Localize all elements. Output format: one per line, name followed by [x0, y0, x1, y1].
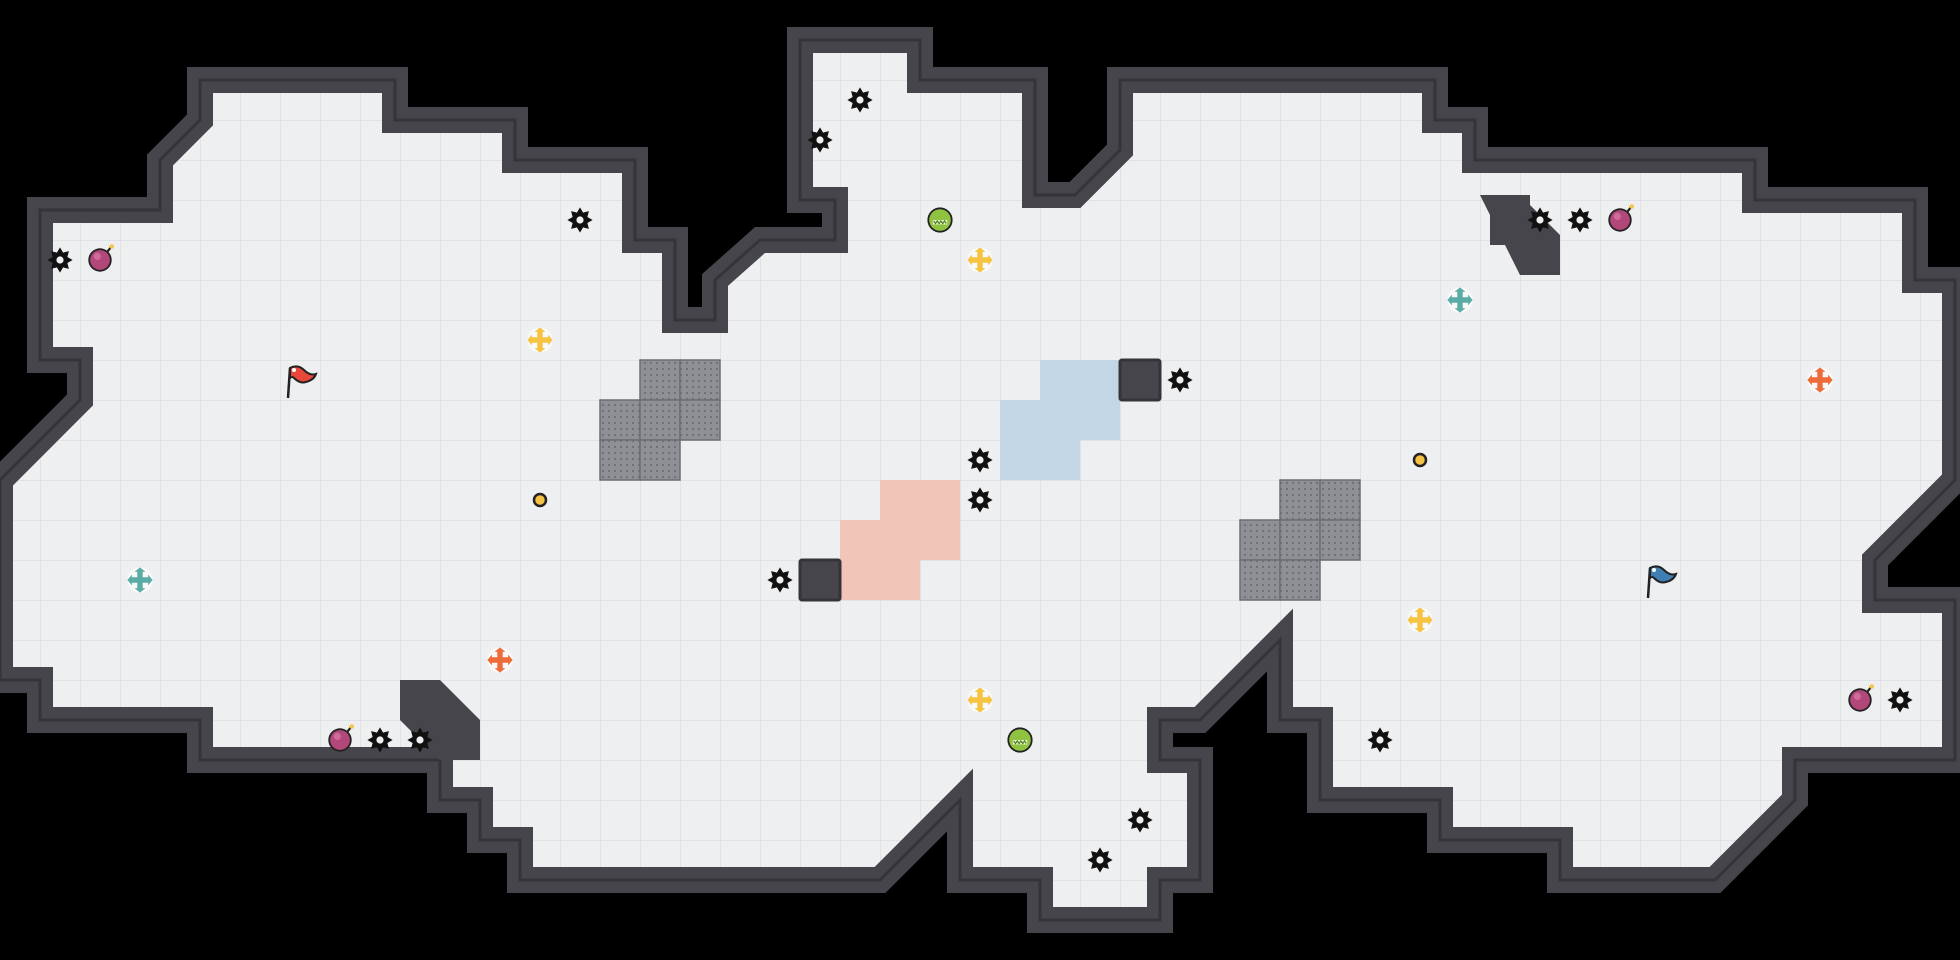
boost-arrows-icon	[967, 687, 993, 713]
spike-icon	[1127, 807, 1153, 833]
powerup-dot-icon	[1412, 452, 1428, 468]
speed-pad-icon	[926, 206, 954, 234]
spike-icon	[1887, 687, 1913, 713]
metal-blocks-left	[599, 359, 721, 481]
spike-icon	[1527, 207, 1553, 233]
spike-icon	[807, 127, 833, 153]
spike-icon	[367, 727, 393, 753]
boost-arrows-icon	[487, 647, 513, 673]
boost-arrows-icon	[527, 327, 553, 353]
blue-team-zone	[1000, 360, 1120, 480]
spike-icon	[407, 727, 433, 753]
spike-icon	[47, 247, 73, 273]
boost-arrows-icon	[1807, 367, 1833, 393]
boost-arrows-icon	[1447, 287, 1473, 313]
spike-icon	[847, 87, 873, 113]
metal-blocks-right	[1239, 479, 1361, 601]
speed-pad-icon	[1006, 726, 1034, 754]
spike-icon	[967, 447, 993, 473]
boost-arrows-icon	[1407, 607, 1433, 633]
boost-arrows-icon	[967, 247, 993, 273]
spike-icon	[567, 207, 593, 233]
spike-icon	[1367, 727, 1393, 753]
entities-layer	[47, 87, 1913, 873]
red-team-zone	[840, 480, 960, 600]
powerup-dot-icon	[532, 492, 548, 508]
spike-icon	[1567, 207, 1593, 233]
boost-arrows-icon	[127, 567, 153, 593]
spike-icon	[1087, 847, 1113, 873]
spike-icon	[767, 567, 793, 593]
spike-icon	[967, 487, 993, 513]
spike-icon	[1167, 367, 1193, 393]
